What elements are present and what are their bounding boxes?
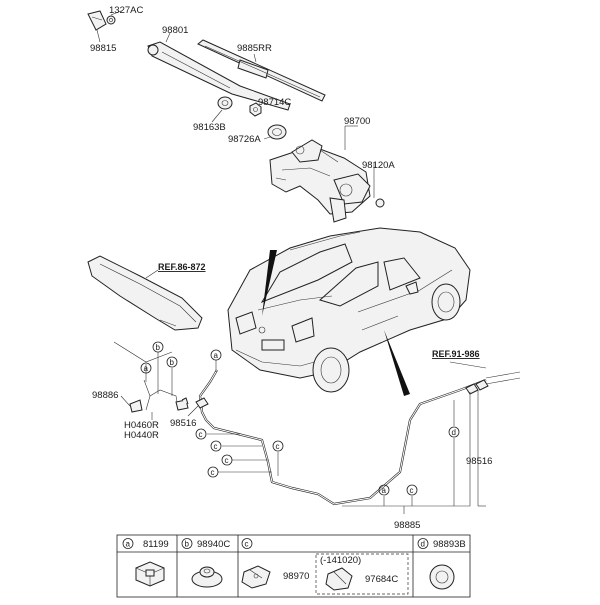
callout-d-1: d xyxy=(448,426,460,438)
legend-note-141020: (-141020) xyxy=(320,555,361,566)
label-98815: 98815 xyxy=(90,43,116,54)
leader-98163b xyxy=(211,109,223,123)
leader-ref91 xyxy=(449,361,487,369)
svg-text:b: b xyxy=(170,358,175,367)
label-98516-left: 98516 xyxy=(170,418,196,429)
svg-text:a: a xyxy=(214,351,219,360)
label-h0460r: H0460R xyxy=(124,420,159,431)
svg-text:c: c xyxy=(276,442,280,451)
legend-part-98893b: 98893B xyxy=(433,539,466,550)
legend-connector-97684c xyxy=(325,567,353,591)
label-98700: 98700 xyxy=(344,116,370,127)
label-98801: 98801 xyxy=(162,25,188,36)
label-98714c: 98714C xyxy=(258,97,291,108)
label-h0440r: H0440R xyxy=(124,430,159,441)
callout-b-1: b xyxy=(152,341,164,353)
callout-c-5: c xyxy=(272,440,284,452)
label-9885rr: 9885RR xyxy=(237,43,272,54)
svg-text:a: a xyxy=(382,486,387,495)
label-98120a: 98120A xyxy=(362,160,395,171)
svg-text:d: d xyxy=(452,428,456,437)
leader-98815 xyxy=(96,29,101,43)
nut-1327ac xyxy=(106,15,116,25)
label-98516-right: 98516 xyxy=(466,456,492,467)
label-98885: 98885 xyxy=(394,520,420,531)
svg-text:c: c xyxy=(211,468,215,477)
label-1327ac: 1327AC xyxy=(109,5,143,16)
svg-text:c: c xyxy=(225,456,229,465)
nozzle-98886 xyxy=(129,399,143,413)
legend-part-98970: 98970 xyxy=(283,571,309,582)
legend-header-a: a 81199 xyxy=(122,538,169,550)
connector-98516-left xyxy=(195,397,209,409)
svg-text:c: c xyxy=(245,540,249,549)
leader-1327ac xyxy=(110,10,122,16)
leader-98801 xyxy=(165,32,171,43)
legend-grommet-98940c xyxy=(191,566,223,588)
washer-hose-98885 xyxy=(198,369,521,506)
svg-text:b: b xyxy=(185,540,190,549)
wiper-blade-9885rr xyxy=(197,39,326,102)
svg-text:c: c xyxy=(199,430,203,439)
label-98886: 98886 xyxy=(92,390,118,401)
wiper-arm-98801 xyxy=(147,41,291,111)
svg-text:c: c xyxy=(214,442,218,451)
rear-spoiler xyxy=(87,255,203,331)
legend-clip-81199 xyxy=(135,561,165,587)
legend-plug-98893b xyxy=(429,564,455,590)
label-98726a: 98726A xyxy=(228,134,261,145)
callout-c-6: c xyxy=(406,484,418,496)
svg-text:a: a xyxy=(144,364,149,373)
svg-text:a: a xyxy=(126,540,131,549)
callout-c-3: c xyxy=(221,454,233,466)
seal-98726a xyxy=(267,124,287,140)
leader-98886 xyxy=(120,395,131,407)
label-98163b: 98163B xyxy=(193,122,226,133)
svg-text:c: c xyxy=(410,486,414,495)
callout-a-3: a xyxy=(378,484,390,496)
grommet-98120a xyxy=(375,198,385,208)
legend-header-d: d 98893B xyxy=(417,538,466,550)
label-ref-86-872: REF.86-872 xyxy=(158,262,206,272)
callout-c-4: c xyxy=(207,466,219,478)
leader-ref86 xyxy=(145,269,159,279)
connector-98516-right xyxy=(465,379,489,395)
callout-a-2: a xyxy=(210,349,222,361)
car-rear-view xyxy=(227,227,471,393)
svg-text:b: b xyxy=(156,343,161,352)
callout-c-1: c xyxy=(195,428,207,440)
legend-part-81199: 81199 xyxy=(143,539,169,550)
callout-a-1: a xyxy=(140,362,152,374)
callout-b-2: b xyxy=(166,356,178,368)
hose-bracket-assembly xyxy=(143,379,189,411)
callout-c-2: c xyxy=(210,440,222,452)
legend-header-c: c xyxy=(241,538,253,549)
leader-9885rr xyxy=(253,53,257,63)
leader-98714c xyxy=(256,103,262,108)
leader-98726a xyxy=(263,136,271,140)
svg-text:d: d xyxy=(421,540,425,549)
legend-part-97684c: 97684C xyxy=(365,574,398,585)
legend-table xyxy=(116,534,471,598)
label-ref-91-986: REF.91-986 xyxy=(432,349,480,359)
legend-header-b: b 98940C xyxy=(181,538,230,550)
legend-part-98940c: 98940C xyxy=(197,539,230,550)
cap-98163b xyxy=(217,96,233,110)
wiper-motor-98700 xyxy=(269,139,371,223)
leader-98885 xyxy=(342,392,471,507)
leader-spoiler-v xyxy=(113,341,173,363)
nut-98714c xyxy=(249,102,262,117)
legend-connector-98970 xyxy=(241,565,271,589)
pointer-wedge-washer xyxy=(384,330,410,396)
wiper-arm-cap-98815 xyxy=(87,10,107,31)
pointer-wedge-motor xyxy=(262,250,277,316)
leader-98516-left xyxy=(187,405,199,417)
